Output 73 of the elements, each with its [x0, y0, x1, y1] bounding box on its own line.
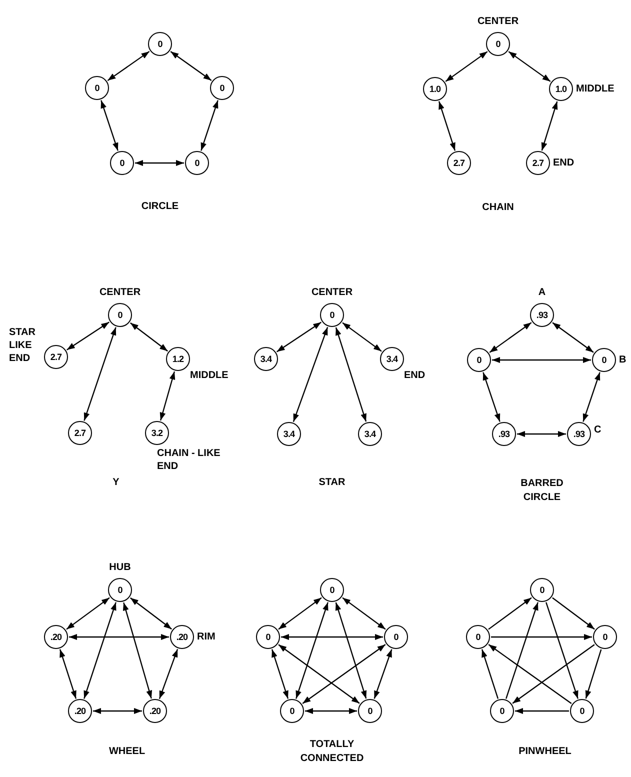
arrow — [585, 649, 602, 699]
arrow — [481, 649, 499, 699]
double-headed-arrow — [517, 431, 566, 437]
node-annotation: STAR LIKE END — [9, 326, 36, 365]
double-headed-arrow — [135, 160, 184, 166]
arrow — [552, 597, 595, 630]
double-headed-arrow — [122, 602, 152, 699]
graph-title: PINWHEEL — [518, 745, 572, 759]
node-annotation: B — [619, 354, 626, 366]
double-headed-arrow — [292, 327, 328, 422]
node-annotation: HUB — [109, 561, 131, 574]
node-annotation: CENTER — [477, 15, 519, 28]
double-headed-arrow — [552, 322, 594, 353]
double-headed-arrow — [100, 100, 118, 151]
node-annotation: END — [404, 369, 426, 382]
node-annotation: RIM — [197, 630, 216, 644]
node-annotation: C — [594, 424, 602, 436]
double-headed-arrow — [160, 371, 176, 421]
double-headed-arrow — [335, 602, 367, 699]
double-headed-arrow — [489, 322, 532, 353]
double-headed-arrow — [69, 634, 169, 640]
double-headed-arrow — [200, 100, 218, 151]
double-headed-arrow — [278, 597, 322, 630]
double-headed-arrow — [278, 644, 360, 704]
double-headed-arrow — [541, 101, 558, 151]
graph-title: TOTALLY CONNECTED — [299, 738, 365, 766]
double-headed-arrow — [335, 327, 367, 422]
double-headed-arrow — [374, 649, 392, 699]
node-annotation: CENTER — [311, 286, 353, 299]
double-headed-arrow — [296, 602, 328, 699]
double-headed-arrow — [342, 597, 386, 630]
double-headed-arrow — [508, 51, 551, 82]
graph-title: STAR — [318, 476, 346, 490]
arrow — [491, 634, 592, 640]
double-headed-arrow — [130, 597, 172, 630]
node-annotation: MIDDLE — [576, 82, 614, 96]
double-headed-arrow — [59, 649, 77, 699]
arrow — [512, 644, 595, 704]
node-annotation: END — [553, 156, 574, 170]
double-headed-arrow — [276, 322, 322, 352]
graph-title: Y — [112, 476, 120, 490]
double-headed-arrow — [445, 51, 488, 82]
node-annotation: MIDDLE — [190, 369, 228, 382]
double-headed-arrow — [271, 649, 289, 699]
double-headed-arrow — [66, 597, 110, 630]
arrow — [488, 597, 532, 630]
graph-title: BARRED CIRCLE — [520, 477, 564, 505]
double-headed-arrow — [281, 634, 383, 640]
double-headed-arrow — [342, 322, 382, 352]
double-headed-arrow — [158, 649, 178, 699]
arrow — [546, 602, 578, 699]
double-headed-arrow — [84, 327, 116, 421]
graph-title: WHEEL — [108, 745, 146, 759]
arrow — [515, 708, 569, 714]
double-headed-arrow — [302, 644, 386, 704]
double-headed-arrow — [482, 372, 500, 422]
double-headed-arrow — [438, 101, 456, 151]
double-headed-arrow — [582, 372, 600, 422]
double-headed-arrow — [305, 708, 357, 714]
double-headed-arrow — [84, 602, 116, 699]
graph-title: CIRCLE — [140, 200, 180, 214]
double-headed-arrow — [130, 322, 168, 352]
arrow — [506, 602, 538, 699]
node-annotation: CENTER — [99, 286, 141, 299]
node-annotation: CHAIN - LIKE END — [157, 447, 222, 473]
node-annotation: A — [538, 286, 546, 299]
arrow — [488, 644, 572, 704]
double-headed-arrow — [492, 357, 591, 363]
graph-title: CHAIN — [481, 201, 515, 215]
double-headed-arrow — [93, 708, 142, 714]
double-headed-arrow — [107, 50, 150, 82]
double-headed-arrow — [66, 322, 110, 350]
double-headed-arrow — [170, 51, 212, 81]
